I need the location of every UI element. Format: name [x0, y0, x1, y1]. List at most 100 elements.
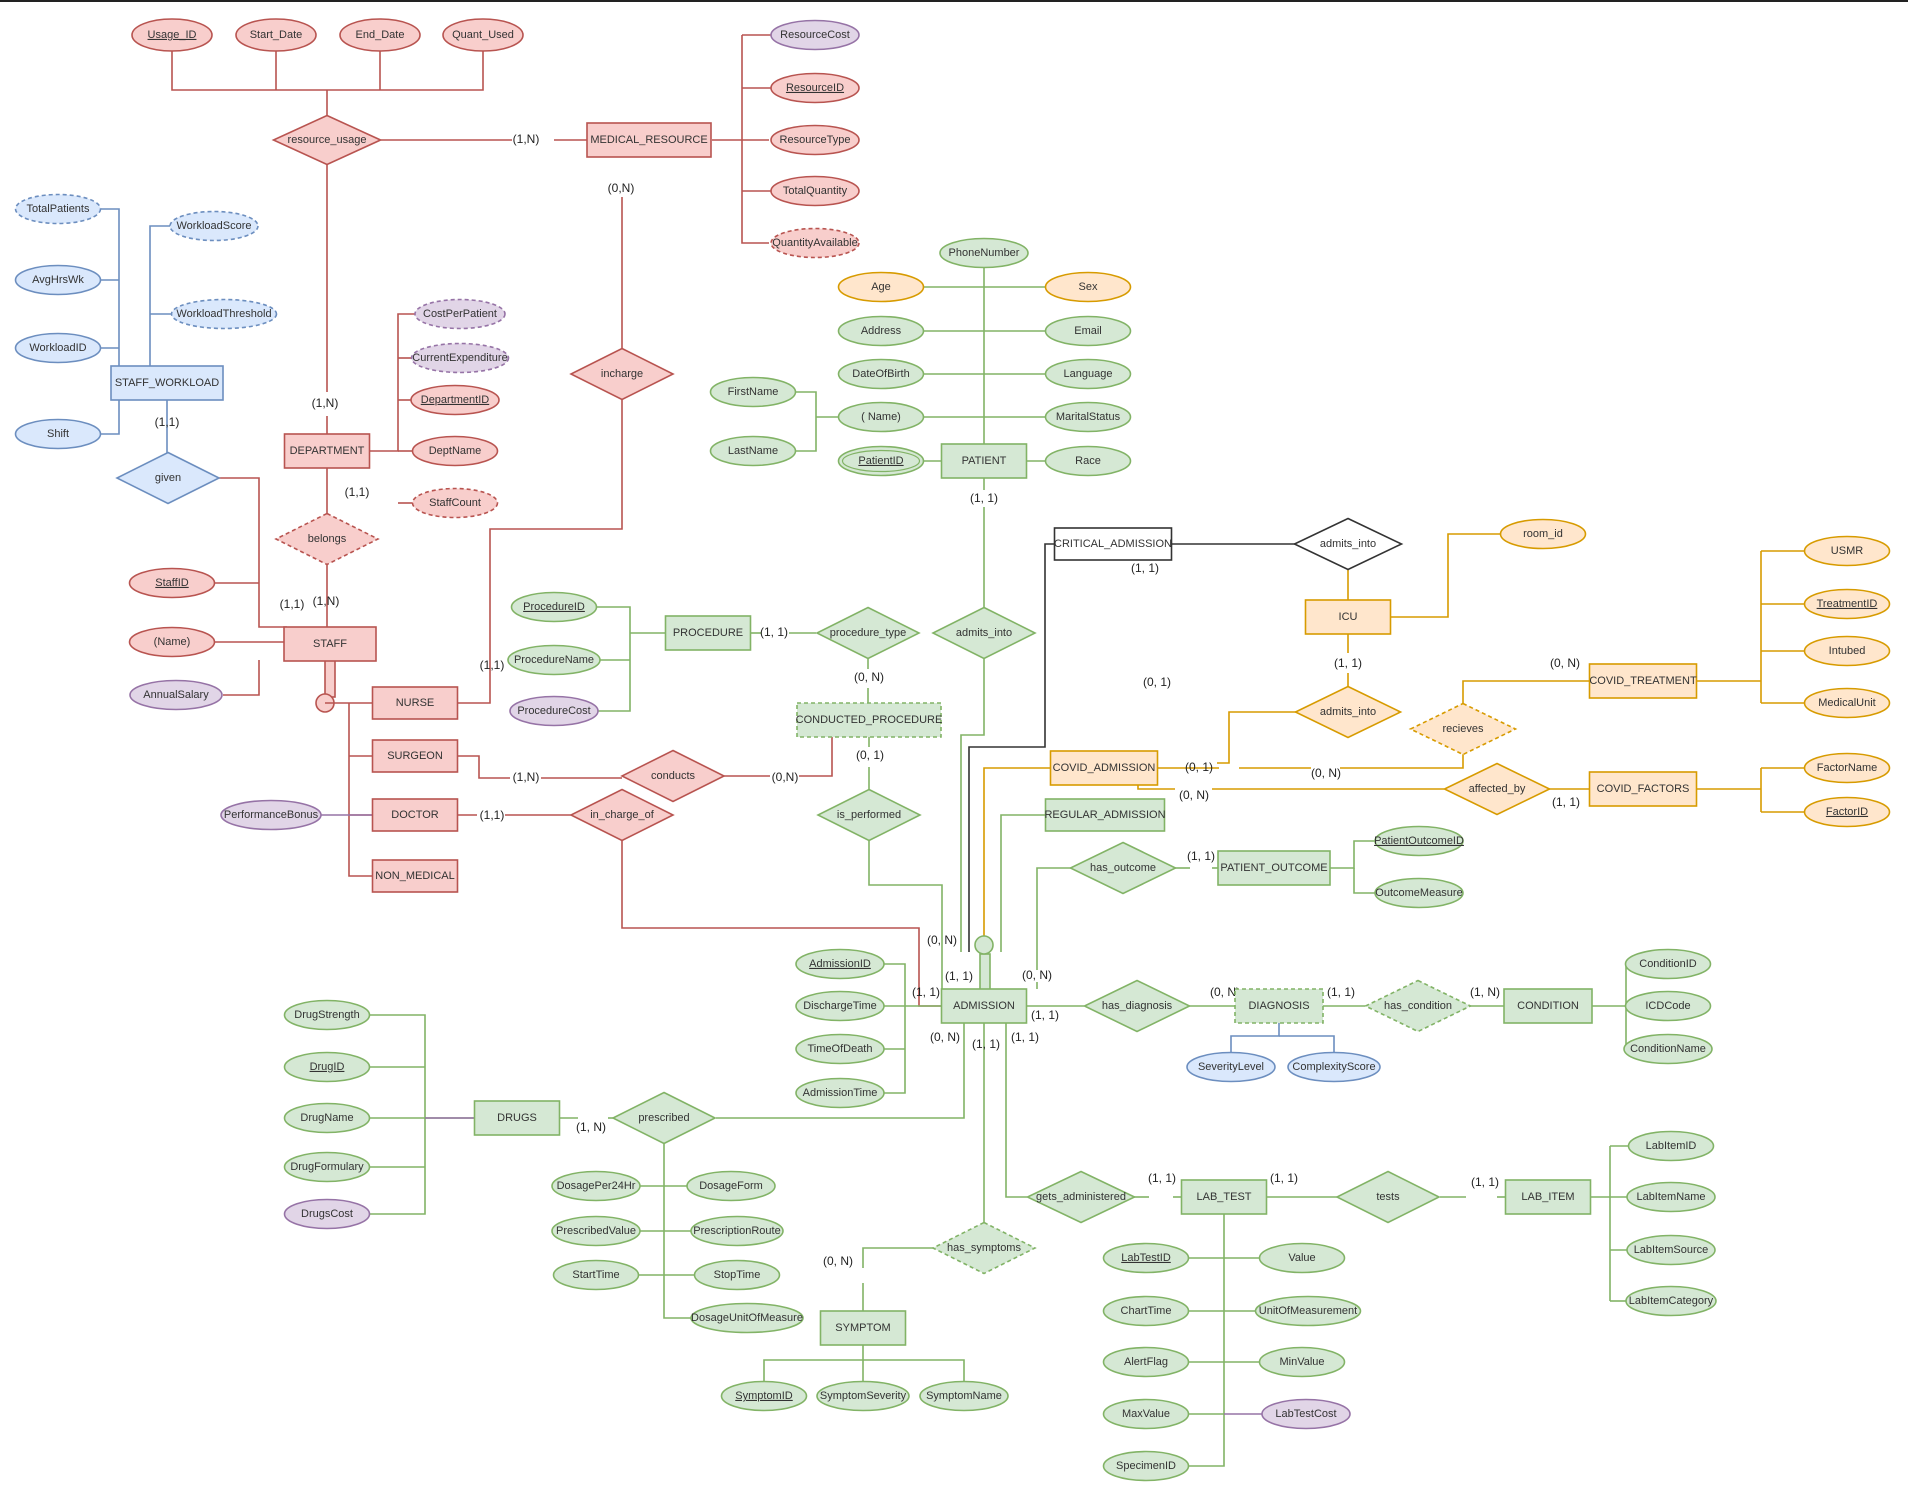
conducted-procedure-entity[interactable]: CONDUCTED_PROCEDURE — [796, 702, 943, 738]
usmr-attribute[interactable]: USMR — [1803, 535, 1891, 567]
lab-test-cost-attribute[interactable]: LabTestCost — [1261, 1398, 1351, 1430]
dosage-per-24hr-attribute[interactable]: DosagePer24Hr — [551, 1170, 641, 1202]
resource-id-attribute[interactable]: ResourceID — [770, 72, 860, 104]
has-condition-relationship[interactable]: has_condition — [1363, 979, 1473, 1033]
severity-level-attribute[interactable]: SeverityLevel — [1186, 1051, 1276, 1083]
admission-id-attribute[interactable]: AdmissionID — [795, 948, 885, 980]
procedure-entity[interactable]: PROCEDURE — [664, 615, 752, 651]
condition-id-attribute[interactable]: ConditionID — [1624, 948, 1712, 980]
conducts-relationship[interactable]: conducts — [620, 749, 726, 803]
resource-usage-relationship[interactable]: resource_usage — [271, 114, 383, 166]
lab-item-source-attribute[interactable]: LabItemSource — [1626, 1234, 1716, 1266]
prescribed-relationship[interactable]: prescribed — [611, 1091, 717, 1145]
non-medical-entity[interactable]: NON_MEDICAL — [371, 859, 459, 893]
workload-id-attribute[interactable]: WorkloadID — [14, 332, 102, 364]
time-of-death-attribute[interactable]: TimeOfDeath — [795, 1033, 885, 1065]
has-symptoms-relationship[interactable]: has_symptoms — [931, 1221, 1037, 1275]
condition-entity[interactable]: CONDITION — [1503, 988, 1593, 1024]
quantity-available-attribute[interactable]: QuantityAvailable — [770, 227, 860, 259]
current-expenditure-attribute[interactable]: CurrentExpenditure — [410, 342, 510, 374]
outcome-measure-attribute[interactable]: OutcomeMeasure — [1374, 877, 1464, 909]
first-name-attribute[interactable]: FirstName — [709, 376, 797, 408]
surgeon-entity[interactable]: SURGEON — [371, 739, 459, 773]
date-of-birth-attribute[interactable]: DateOfBirth — [837, 358, 925, 390]
language-attribute[interactable]: Language — [1044, 358, 1132, 390]
condition-name-attribute[interactable]: ConditionName — [1623, 1033, 1713, 1065]
covid-admission-entity[interactable]: COVID_ADMISSION — [1049, 750, 1159, 786]
discharge-time-attribute[interactable]: DischargeTime — [795, 990, 885, 1022]
has-diagnosis-relationship[interactable]: has_diagnosis — [1082, 979, 1192, 1033]
patient-outcome-entity[interactable]: PATIENT_OUTCOME — [1217, 850, 1331, 886]
patient-entity[interactable]: PATIENT — [940, 443, 1028, 479]
drugs-cost-attribute[interactable]: DrugsCost — [283, 1198, 371, 1230]
incharge-relationship[interactable]: incharge — [569, 347, 675, 401]
department-id-attribute[interactable]: DepartmentID — [410, 384, 500, 416]
start-date-attribute[interactable]: Start_Date — [235, 18, 317, 52]
staff-workload-entity[interactable]: STAFF_WORKLOAD — [110, 365, 224, 401]
gets-administered-relationship[interactable]: gets_administered — [1025, 1170, 1137, 1224]
room-id-attribute[interactable]: room_id — [1499, 518, 1587, 550]
drug-id-attribute[interactable]: DrugID — [283, 1051, 371, 1083]
shift-attribute[interactable]: Shift — [14, 418, 102, 450]
critical-admission-entity[interactable]: CRITICAL_ADMISSION — [1053, 527, 1173, 561]
resource-cost-attribute[interactable]: ResourceCost — [770, 19, 860, 51]
tests-relationship[interactable]: tests — [1335, 1170, 1441, 1224]
staff-count-attribute[interactable]: StaffCount — [411, 487, 499, 519]
symptom-severity-attribute[interactable]: SymptomSeverity — [816, 1380, 910, 1412]
patient-name-attribute[interactable]: ( Name) — [837, 401, 925, 433]
dosage-form-attribute[interactable]: DosageForm — [686, 1170, 776, 1202]
doctor-entity[interactable]: DOCTOR — [371, 798, 459, 832]
lab-item-category-attribute[interactable]: LabItemCategory — [1625, 1285, 1717, 1317]
usage-id-attribute[interactable]: Usage_ID — [131, 18, 213, 52]
patient-id-attribute[interactable]: PatientID — [837, 445, 925, 477]
has-outcome-relationship[interactable]: has_outcome — [1068, 841, 1178, 895]
total-patients-attribute[interactable]: TotalPatients — [14, 193, 102, 225]
performance-bonus-attribute[interactable]: PerformanceBonus — [220, 799, 322, 831]
min-value-attribute[interactable]: MinValue — [1258, 1346, 1346, 1378]
prescribed-value-attribute[interactable]: PrescribedValue — [551, 1215, 641, 1247]
admits-into-1-relationship[interactable]: admits_into — [931, 606, 1037, 660]
drug-name-attribute[interactable]: DrugName — [283, 1102, 371, 1134]
avg-hrs-wk-attribute[interactable]: AvgHrsWk — [14, 264, 102, 296]
symptom-entity[interactable]: SYMPTOM — [819, 1310, 907, 1346]
factor-name-attribute[interactable]: FactorName — [1803, 752, 1891, 784]
procedure-type-relationship[interactable]: procedure_type — [815, 606, 921, 660]
email-attribute[interactable]: Email — [1044, 315, 1132, 347]
admission-entity[interactable]: ADMISSION — [940, 988, 1028, 1024]
procedure-id-attribute[interactable]: ProcedureID — [510, 591, 598, 623]
prescription-route-attribute[interactable]: PrescriptionRoute — [690, 1215, 784, 1247]
treatment-id-attribute[interactable]: TreatmentID — [1803, 588, 1891, 620]
quant-used-attribute[interactable]: Quant_Used — [442, 18, 524, 52]
dosage-unit-attribute[interactable]: DosageUnitOfMeasure — [690, 1302, 804, 1334]
age-attribute[interactable]: Age — [837, 271, 925, 303]
stop-time-attribute[interactable]: StopTime — [693, 1259, 781, 1291]
admits-into-2-relationship[interactable]: admits_into — [1292, 517, 1404, 571]
affected-by-relationship[interactable]: affected_by — [1442, 762, 1552, 816]
phone-number-attribute[interactable]: PhoneNumber — [939, 237, 1029, 269]
factor-id-attribute[interactable]: FactorID — [1803, 796, 1891, 828]
max-value-attribute[interactable]: MaxValue — [1102, 1398, 1190, 1430]
sex-attribute[interactable]: Sex — [1044, 271, 1132, 303]
address-attribute[interactable]: Address — [837, 315, 925, 347]
symptom-id-attribute[interactable]: SymptomID — [720, 1380, 808, 1412]
cost-per-patient-attribute[interactable]: CostPerPatient — [414, 298, 506, 330]
icu-entity[interactable]: ICU — [1304, 599, 1392, 635]
alert-flag-attribute[interactable]: AlertFlag — [1102, 1346, 1190, 1378]
admission-time-attribute[interactable]: AdmissionTime — [795, 1077, 885, 1109]
is-performed-relationship[interactable]: is_performed — [816, 788, 922, 842]
staff-id-attribute[interactable]: StaffID — [128, 567, 216, 599]
medical-unit-attribute[interactable]: MedicalUnit — [1803, 687, 1891, 719]
marital-status-attribute[interactable]: MaritalStatus — [1044, 401, 1132, 433]
intubed-attribute[interactable]: Intubed — [1803, 635, 1891, 667]
regular-admission-entity[interactable]: REGULAR_ADMISSION — [1044, 798, 1166, 832]
last-name-attribute[interactable]: LastName — [709, 435, 797, 467]
given-relationship[interactable]: given — [115, 451, 221, 505]
staff-name-attribute[interactable]: (Name) — [128, 626, 216, 658]
nurse-entity[interactable]: NURSE — [371, 686, 459, 720]
covid-factors-entity[interactable]: COVID_FACTORS — [1588, 771, 1698, 807]
in-charge-of-relationship[interactable]: in_charge_of — [569, 788, 675, 842]
drug-formulary-attribute[interactable]: DrugFormulary — [283, 1151, 371, 1183]
lab-item-name-attribute[interactable]: LabItemName — [1626, 1181, 1716, 1213]
dept-name-attribute[interactable]: DeptName — [411, 435, 499, 467]
staff-entity[interactable]: STAFF — [283, 626, 377, 662]
